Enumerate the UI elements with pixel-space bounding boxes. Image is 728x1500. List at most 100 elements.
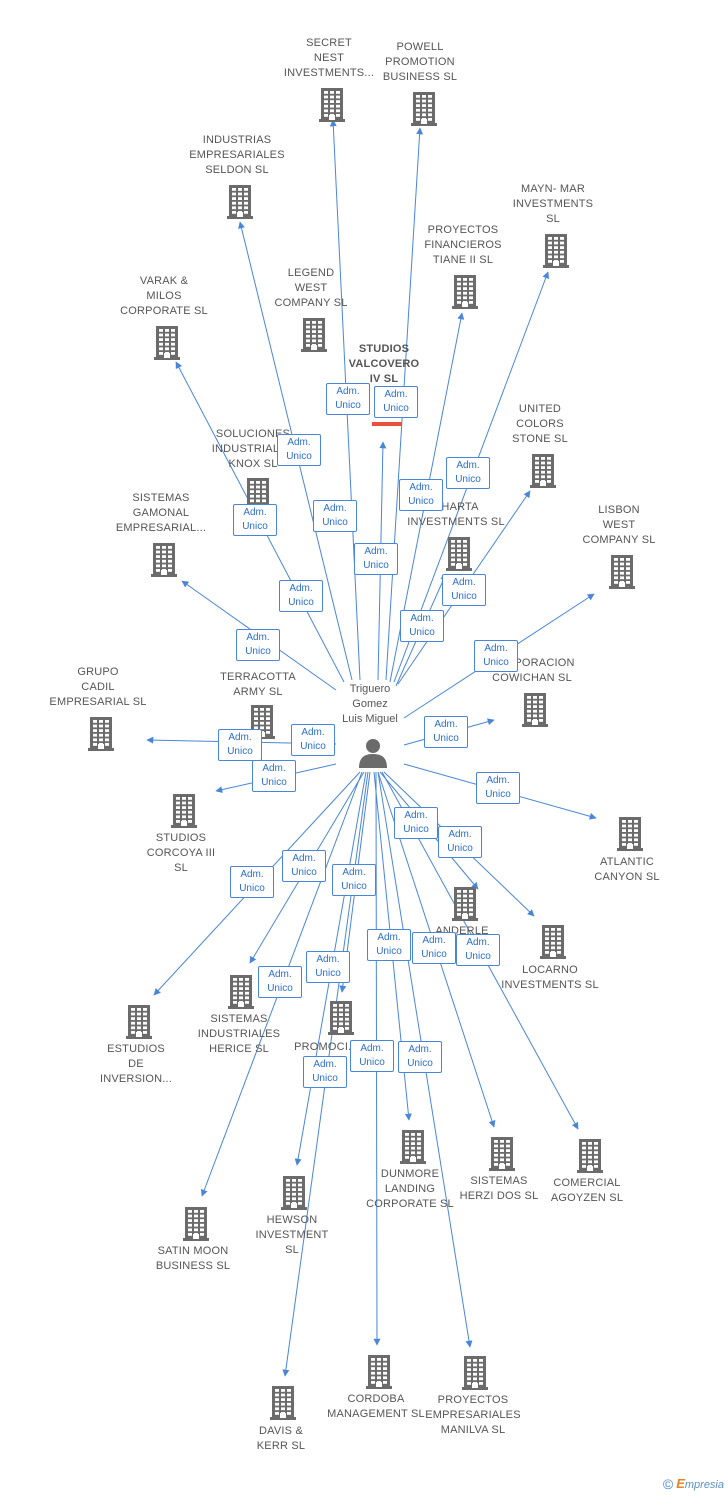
building-icon[interactable]	[528, 452, 558, 488]
company-label-varak[interactable]: VARAK & MILOS CORPORATE SL	[120, 275, 208, 317]
company-label-herice[interactable]: SISTEMAS INDUSTRIALES HERICE SL	[197, 1013, 281, 1055]
role-badge-line2: Unico	[242, 521, 268, 532]
role-badge[interactable]: Adm.Unico	[412, 932, 456, 964]
building-icon[interactable]	[152, 324, 182, 360]
role-badge[interactable]: Adm.Unico	[476, 772, 520, 804]
role-badge[interactable]: Adm.Unico	[303, 1056, 347, 1088]
role-badge[interactable]: Adm.Unico	[313, 500, 357, 532]
company-label-gamonal[interactable]: SISTEMAS GAMONAL EMPRESARIAL...	[115, 492, 207, 534]
building-icon[interactable]	[225, 183, 255, 219]
role-badge[interactable]: Adm.Unico	[252, 760, 296, 792]
building-icon[interactable]	[607, 553, 637, 589]
building-icon[interactable]	[450, 273, 480, 309]
role-badge-line1: Adm.	[448, 829, 472, 840]
building-icon[interactable]	[575, 1137, 605, 1173]
role-badge[interactable]: Adm.Unico	[279, 580, 323, 612]
role-badge[interactable]: Adm.Unico	[438, 826, 482, 858]
role-badge[interactable]: Adm.Unico	[233, 504, 277, 536]
role-badge[interactable]: Adm.Unico	[306, 951, 350, 983]
company-label-manilva[interactable]: PROYECTOS EMPRESARIALES MANILVA SL	[425, 1394, 521, 1436]
building-icon[interactable]	[317, 86, 347, 122]
role-badge[interactable]: Adm.Unico	[230, 866, 274, 898]
company-label-knox[interactable]: SOLUCIONES INDUSTRIALES KNOX SL	[211, 428, 295, 470]
company-label-cadil[interactable]: GRUPO CADIL EMPRESARIAL SL	[49, 666, 147, 708]
role-badge[interactable]: Adm.Unico	[400, 610, 444, 642]
building-icon[interactable]	[268, 1384, 298, 1420]
role-badge-line1: Adm.	[336, 386, 360, 397]
role-badge[interactable]: Adm.Unico	[446, 457, 490, 489]
building-icon[interactable]	[520, 691, 550, 727]
building-icon[interactable]	[409, 90, 439, 126]
role-badge[interactable]: Adm.Unico	[442, 574, 486, 606]
company-label-estudios[interactable]: ESTUDIOS DE INVERSION...	[99, 1043, 173, 1085]
building-icon[interactable]	[450, 885, 480, 921]
role-badge[interactable]: Adm. Unico	[367, 929, 411, 961]
role-badge-line2: Unico	[433, 733, 459, 744]
role-badge[interactable]: Adm.Unico	[374, 386, 418, 418]
role-badge[interactable]: Adm.Unico	[258, 966, 302, 998]
building-icon[interactable]	[326, 999, 356, 1035]
company-label-mayn-mar[interactable]: MAYN- MAR INVESTMENTS SL	[512, 183, 594, 225]
company-label-seldon[interactable]: INDUSTRIAS EMPRESARIALES SELDON SL	[189, 134, 285, 176]
role-badge[interactable]: Adm.Unico	[424, 716, 468, 748]
company-label-herzi[interactable]: SISTEMAS HERZI DOS SL	[459, 1175, 539, 1202]
role-badge[interactable]: Adm.Unico	[291, 724, 335, 756]
building-icon[interactable]	[86, 715, 116, 751]
role-badge[interactable]: Adm.Unico	[398, 1041, 442, 1073]
building-icon[interactable]	[538, 923, 568, 959]
role-badge[interactable]: Adm.Unico	[474, 640, 518, 672]
role-badge[interactable]: Adm.Unico	[332, 864, 376, 896]
role-badge[interactable]: Adm.Unico	[456, 934, 500, 966]
company-label-davis[interactable]: DAVIS & KERR SL	[256, 1425, 306, 1452]
building-icon[interactable]	[460, 1354, 490, 1390]
company-label-powell[interactable]: POWELL PROMOTION BUSINESS SL	[382, 41, 458, 83]
company-label-atlantic[interactable]: ATLANTIC CANYON SL	[594, 856, 660, 883]
company-label-terracotta[interactable]: TERRACOTTA ARMY SL	[220, 671, 296, 698]
company-label-hewson[interactable]: HEWSON INVESTMENT SL	[255, 1214, 329, 1256]
role-badge[interactable]: Adm.Unico	[277, 434, 321, 466]
role-badge-line2: Unico	[335, 400, 361, 411]
role-badge-line2: Unico	[376, 946, 402, 957]
building-icon[interactable]	[181, 1205, 211, 1241]
company-label-dunmore[interactable]: DUNMORE LANDING CORPORATE SL	[366, 1168, 454, 1210]
role-badge-line1: Adm.	[377, 932, 401, 943]
company-label-valcovero[interactable]: STUDIOS VALCOVERO IV SL	[348, 343, 420, 385]
building-icon[interactable]	[169, 792, 199, 828]
footer-brand[interactable]: ©Empresia	[663, 1476, 724, 1492]
building-icon[interactable]	[541, 232, 571, 268]
building-icon[interactable]	[149, 541, 179, 577]
building-icon[interactable]	[615, 815, 645, 851]
company-label-satin[interactable]: SATIN MOON BUSINESS SL	[155, 1245, 231, 1272]
company-label-agoyzen[interactable]: COMERCIAL AGOYZEN SL	[550, 1177, 624, 1204]
role-badge-line2: Unico	[300, 741, 326, 752]
building-icon[interactable]	[124, 1003, 154, 1039]
company-label-tiane[interactable]: PROYECTOS FINANCIEROS TIANE II SL	[424, 224, 502, 266]
role-badge[interactable]: Adm.Unico	[350, 1040, 394, 1072]
company-label-locarno[interactable]: LOCARNO INVESTMENTS SL	[501, 964, 599, 991]
company-label-united[interactable]: UNITED COLORS STONE SL	[512, 403, 568, 445]
role-badge[interactable]: Adm. Unico	[326, 383, 370, 415]
role-badge[interactable]: Adm.Unico	[282, 850, 326, 882]
building-icon[interactable]	[487, 1135, 517, 1171]
building-icon[interactable]	[444, 535, 474, 571]
company-label-corcoya[interactable]: STUDIOS CORCOYA III SL	[146, 832, 216, 874]
building-icon[interactable]	[299, 316, 329, 352]
building-icon[interactable]	[279, 1174, 309, 1210]
role-badge[interactable]: Adm.Unico	[354, 543, 398, 575]
building-icon[interactable]	[226, 973, 256, 1009]
role-badge-line2: Unico	[455, 474, 481, 485]
role-badge-line1: Adm.	[484, 643, 508, 654]
role-badge[interactable]: Adm.Unico	[394, 807, 438, 839]
company-label-secret-nest[interactable]: SECRET NEST INVESTMENTS...	[283, 37, 375, 79]
company-label-lisbon[interactable]: LISBON WEST COMPANY SL	[582, 504, 656, 546]
role-badge[interactable]: Adm.Unico	[399, 479, 443, 511]
company-label-cordoba[interactable]: CORDOBA MANAGEMENT SL	[327, 1393, 425, 1420]
role-badge-line1: Adm.	[246, 632, 270, 643]
person-icon[interactable]	[357, 737, 389, 769]
role-badge[interactable]: Adm.Unico	[218, 729, 262, 761]
role-badge[interactable]: Adm.Unico	[236, 629, 280, 661]
company-label-legend[interactable]: LEGEND WEST COMPANY SL	[274, 267, 348, 309]
building-icon[interactable]	[364, 1353, 394, 1389]
building-icon[interactable]	[398, 1128, 428, 1164]
company-label-charta[interactable]: CHARTA INVESTMENTS SL	[407, 501, 505, 528]
